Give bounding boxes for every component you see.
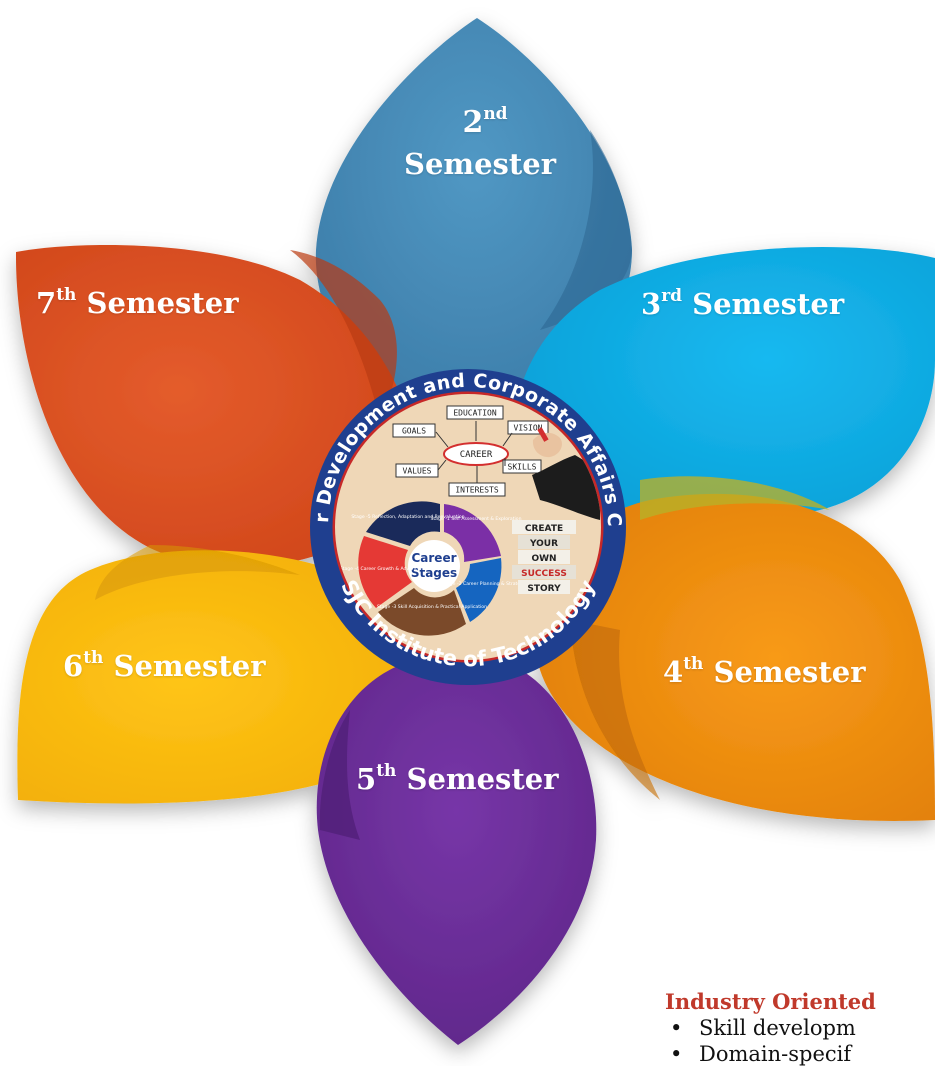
semester-6-petal-fold — [95, 545, 300, 600]
semester-4-petal-fold — [570, 620, 660, 800]
career-stages-hub-line1: Career — [411, 551, 456, 565]
semester-4-petal — [534, 493, 935, 821]
career-word-cloud: EDUCATION GOALS VISION CAREER VALUES SKI… — [392, 405, 549, 497]
stage-4-segment — [358, 536, 412, 608]
stage-2-segment — [456, 558, 502, 622]
semester-7-label: 7th Semester — [36, 285, 239, 320]
word-career: CAREER — [460, 450, 493, 460]
stage-1-segment — [444, 504, 501, 562]
story-line-2: YOUR — [529, 539, 558, 549]
semester-5-petal — [316, 654, 597, 1045]
industry-oriented-section: Industry Oriented •Skill developm •Domai… — [665, 989, 935, 1066]
stage-3-segment — [378, 588, 466, 636]
industry-item: •Domain-specif — [670, 1042, 852, 1066]
word-vision: VISION — [514, 424, 543, 433]
word-values: VALUES — [403, 467, 432, 476]
semester-6-label: 6th Semester — [63, 648, 266, 683]
semester-5-petal-fold — [319, 710, 360, 840]
word-interests: INTERESTS — [455, 486, 499, 495]
career-stages-hub-line2: Stages — [411, 566, 457, 580]
stage-4-label: Stage -4 Career Growth & Advancement — [340, 566, 433, 572]
semester-2-label: 2nd Semester — [404, 104, 556, 181]
story-line-5: STORY — [527, 584, 561, 594]
semester-7-petal-fold — [290, 250, 397, 420]
semester-6-petal — [17, 550, 431, 804]
industry-heading: Industry Oriented — [665, 989, 876, 1014]
stage-5-segment — [366, 501, 440, 546]
semester-5-label: 5th Semester — [356, 761, 559, 796]
story-line-4: SUCCESS — [521, 569, 567, 579]
hand-marker-image — [532, 427, 600, 520]
stage-2-label: Stage -2 Career Planning & Strategy — [442, 581, 526, 587]
success-story-stack: CREATE YOUR OWN SUCCESS STORY — [512, 520, 576, 594]
semester-4-petal-leaf — [640, 476, 830, 520]
semester-2-petal-fold — [540, 130, 632, 330]
stage-5-label: Stage -5 Reflection, Adaptation and Reev… — [351, 514, 464, 520]
word-goals: GOALS — [402, 427, 426, 436]
word-education: EDUCATION — [453, 409, 497, 418]
stage-1-label: Stage -1 Self Assessment & Exploration — [430, 516, 521, 522]
stage-3-label: Stage -3 Skill Acquisition & Practical A… — [377, 604, 487, 610]
industry-item: •Skill developm — [670, 1016, 856, 1040]
semester-3-petal — [513, 247, 935, 527]
emblem-ring-inner-border — [332, 391, 604, 663]
story-line-3: OWN — [531, 554, 556, 564]
semester-3-label: 3rd Semester — [641, 286, 845, 321]
story-line-1: CREATE — [525, 524, 563, 534]
semester-4-label: 4th Semester — [663, 654, 866, 689]
career-stages-cycle: Career Stages Stage -1 Self Assessment &… — [340, 501, 526, 636]
word-skills: SKILLS — [508, 463, 537, 472]
